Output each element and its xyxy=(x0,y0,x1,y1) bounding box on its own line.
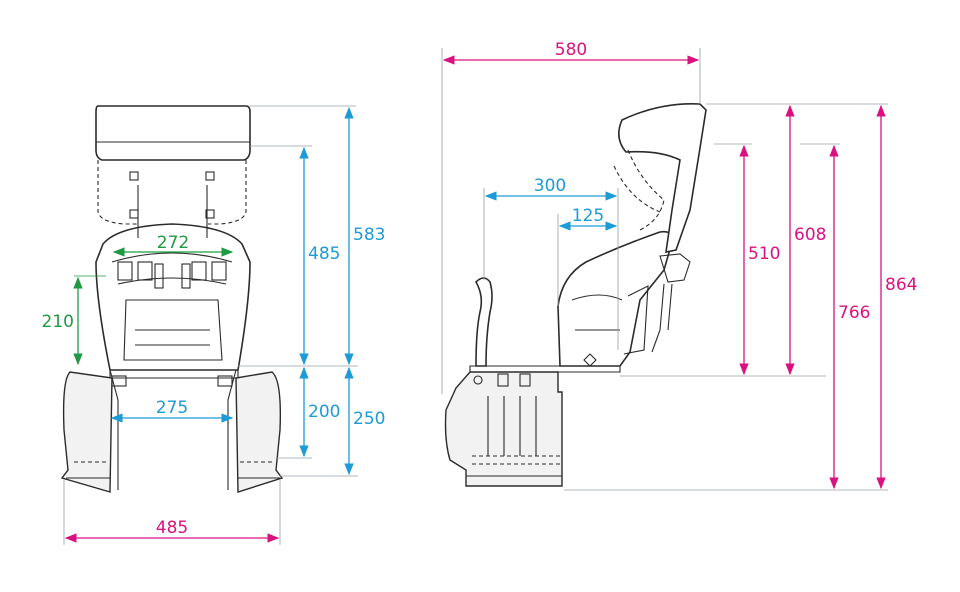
label-side-total-depth: 580 xyxy=(555,40,587,60)
side-dimensions: 580 300 125 510 608 766 864 xyxy=(441,40,917,491)
label-front-base-height: 250 xyxy=(353,409,385,429)
label-side-floor-height: 766 xyxy=(838,303,870,323)
label-front-shoulder-width: 272 xyxy=(157,233,189,253)
side-front-guard xyxy=(475,277,493,367)
label-side-back-height: 510 xyxy=(748,244,780,264)
label-side-seat-depth: 300 xyxy=(534,176,566,196)
side-view-seat xyxy=(444,103,707,487)
label-front-inner-width: 275 xyxy=(156,398,188,418)
side-headrest xyxy=(618,103,707,254)
label-side-back-total: 608 xyxy=(794,225,826,245)
label-front-total-height: 583 xyxy=(353,225,385,245)
front-dimensions: 485 583 272 210 275 200 250 485 xyxy=(42,105,385,545)
front-right-foot xyxy=(235,371,284,493)
label-front-lower-height: 200 xyxy=(308,402,340,422)
front-seat-shell xyxy=(95,223,251,371)
label-front-headrest-height: 485 xyxy=(308,244,340,264)
front-left-foot xyxy=(60,371,113,493)
front-view-seat xyxy=(60,105,284,493)
label-front-seat-depth: 210 xyxy=(42,312,74,332)
front-headrest xyxy=(95,105,251,161)
label-front-total-width: 485 xyxy=(156,518,188,538)
label-side-total-height: 864 xyxy=(885,275,917,295)
label-side-back-offset: 125 xyxy=(572,206,604,226)
